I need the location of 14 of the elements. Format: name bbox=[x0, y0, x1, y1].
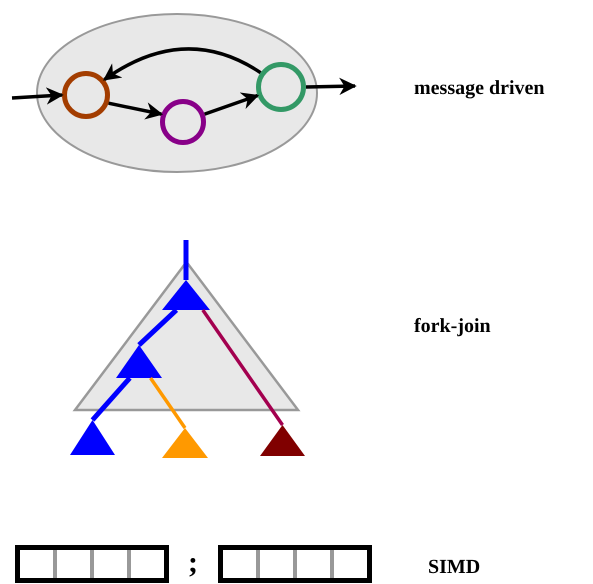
arrow bbox=[306, 78, 357, 96]
arrow bbox=[204, 92, 260, 116]
arrow bbox=[108, 102, 164, 120]
task-line bbox=[90, 376, 132, 422]
task-line bbox=[184, 240, 188, 280]
task-line bbox=[149, 377, 186, 429]
sequence-separator: ; bbox=[188, 548, 198, 578]
pattern-caption: message driven bbox=[414, 78, 545, 98]
pattern-caption: fork-join bbox=[414, 316, 491, 336]
task-line bbox=[137, 308, 178, 347]
pattern-caption: SIMD bbox=[428, 557, 480, 577]
arrow bbox=[102, 47, 262, 82]
arrow bbox=[12, 87, 64, 105]
task-line bbox=[201, 309, 284, 426]
